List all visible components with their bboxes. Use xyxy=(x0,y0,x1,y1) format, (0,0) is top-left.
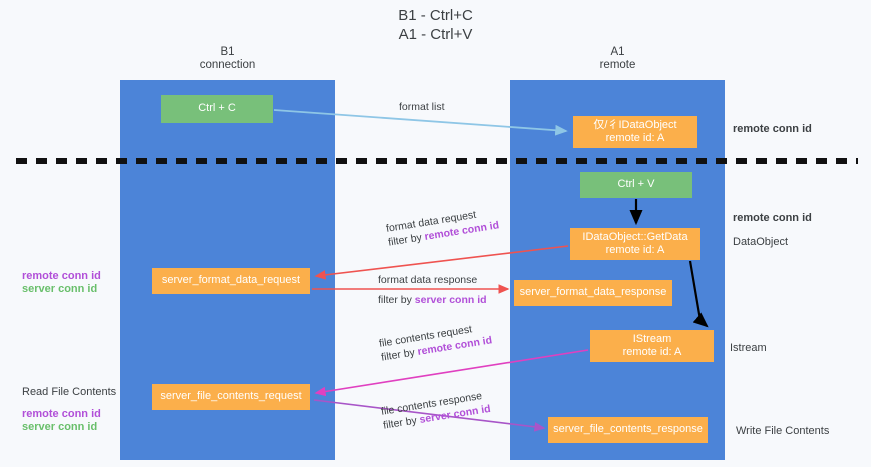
annotation-istream: Istream xyxy=(730,342,767,354)
lane-header-b1: B1 connection xyxy=(199,46,256,71)
edge-label-format-data-response-line1: format data response xyxy=(378,274,478,286)
annotation-read-file-contents: Read File Contents xyxy=(22,386,117,398)
node-server-file-contents-request[interactable]: server_file_contents_request xyxy=(152,384,310,410)
annotation-write-file-contents: Write File Contents xyxy=(736,425,830,437)
annotation-dataobject: DataObject xyxy=(733,236,789,248)
annotation-left-server-conn-id-bottom: server conn id xyxy=(22,421,98,433)
edge-label-format-data-response: format data response filter by server co… xyxy=(378,273,487,307)
annotation-left-remote-conn-id-mid: remote conn id xyxy=(22,270,101,282)
lane-header-a1: A1 remote xyxy=(599,46,636,71)
node-idataobject[interactable]: 仅/彳IDataObject remote id: A xyxy=(573,116,697,148)
edge-label-format-list: format list xyxy=(399,101,445,113)
node-server-format-data-response[interactable]: server_format_data_response xyxy=(514,280,672,306)
node-istream[interactable]: IStream remote id: A xyxy=(590,330,714,362)
annotation-left-remote-conn-id-bottom: remote conn id xyxy=(22,408,101,420)
node-server-file-contents-response[interactable]: server_file_contents_response xyxy=(548,417,708,443)
annotation-remote-conn-id-mid: remote conn id xyxy=(733,212,812,224)
node-ctrl-v[interactable]: Ctrl + V xyxy=(580,172,692,198)
annotation-remote-conn-id-top: remote conn id xyxy=(733,123,812,135)
edge-label-file-contents-request: file contents request filter by remote c… xyxy=(378,319,493,364)
edge-label-file-contents-response: file contents response filter by server … xyxy=(380,388,492,433)
edge-label-format-data-response-line2: filter by server conn id xyxy=(378,294,487,306)
node-server-format-data-request[interactable]: server_format_data_request xyxy=(152,268,310,294)
edge-label-format-data-request: format data request filter by remote con… xyxy=(385,204,500,249)
node-ctrl-c[interactable]: Ctrl + C xyxy=(161,95,273,123)
annotation-left-server-conn-id-mid: server conn id xyxy=(22,283,98,295)
diagram-title: B1 - Ctrl+C A1 - Ctrl+V xyxy=(398,7,473,43)
node-idataobject-getdata[interactable]: IDataObject::GetData remote id: A xyxy=(570,228,700,260)
